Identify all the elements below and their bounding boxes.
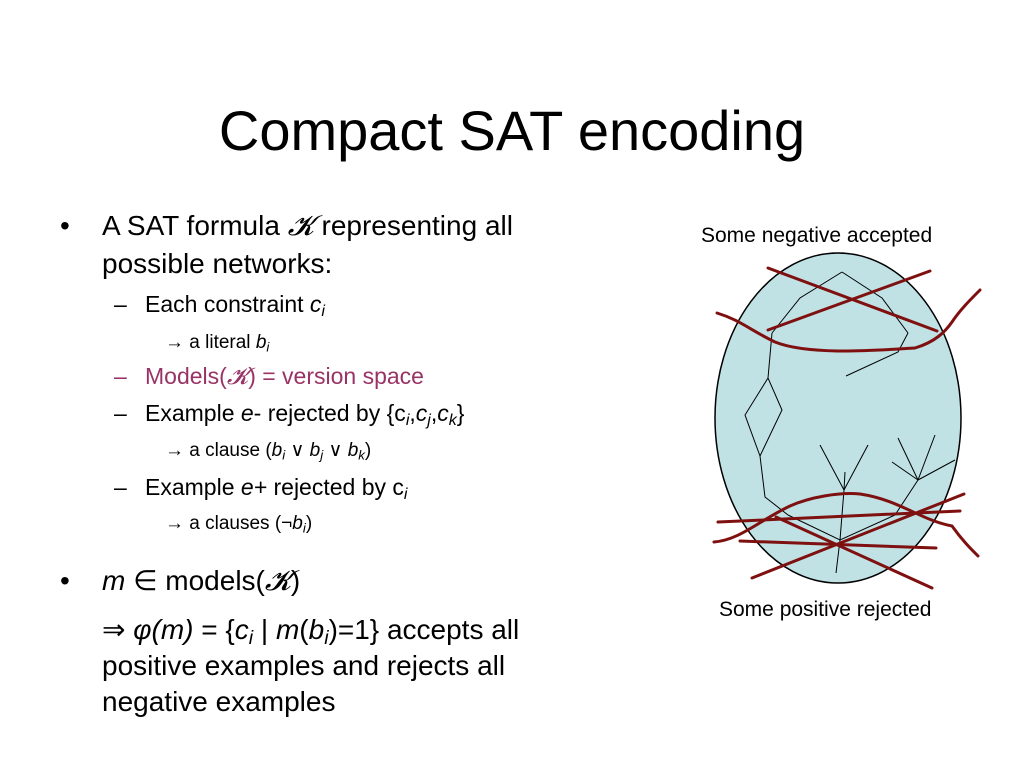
sub-bullet-example-positive: Example e+ rejected by ci <box>145 474 408 504</box>
slide-content: • A SAT formula 𝓚 representing all possi… <box>60 209 520 717</box>
version-space-figure <box>712 252 982 590</box>
lattice-line <box>841 271 909 334</box>
lattice-line <box>897 437 919 481</box>
top-boundary-curve <box>715 288 982 353</box>
lattice-line <box>843 444 869 491</box>
caption-negative-accepted: Some negative accepted <box>701 224 933 247</box>
dash-marker: – <box>114 363 127 389</box>
dash-marker: – <box>114 400 127 426</box>
sub-bullet-models: Models(𝓚) = version space <box>145 363 424 390</box>
boundary-curves <box>712 266 982 590</box>
sub-sub-clauses: → a clauses (¬bi) <box>165 513 313 536</box>
sub-sub-clause: → a clause (bi ∨ bj ∨ bk) <box>165 440 372 463</box>
lattice-line <box>917 459 956 481</box>
slide-title: Compact SAT encoding <box>218 99 806 162</box>
top-cross-line-b <box>766 269 932 332</box>
dash-marker: – <box>114 291 127 317</box>
lattice-line <box>891 461 919 481</box>
bullet-marker: • <box>60 210 70 241</box>
bottom-cross-line-d <box>750 492 966 580</box>
lattice-line <box>819 444 845 491</box>
caption-positive-rejected: Some positive rejected <box>719 598 932 621</box>
sub-bullet-constraint: Each constraint ci <box>145 291 325 321</box>
bullet-1-line-1: A SAT formula 𝓚 representing all <box>102 209 513 242</box>
bottom-cross-line-c <box>774 515 934 590</box>
lattice-line <box>843 471 846 491</box>
sub-sub-literal: → a literal bi <box>165 332 270 355</box>
bullet-2-line-4: negative examples <box>102 686 336 717</box>
bullet-2-line-1: m ∈ models(𝓚) <box>102 564 301 597</box>
dash-marker: – <box>114 474 127 500</box>
lattice-line <box>894 479 919 516</box>
lattice-line <box>917 434 936 481</box>
bullet-2-line-2: ⇒ φ(m) = {ci | m(bi)=1} accepts all <box>102 614 520 649</box>
lattice-line <box>845 332 909 377</box>
lattice-line <box>744 377 769 457</box>
lattice-line <box>759 377 783 457</box>
sub-bullet-example-negative: Example e- rejected by {ci,cj,ck} <box>145 400 465 430</box>
bullet-2-line-3: positive examples and rejects all <box>102 650 506 681</box>
bullet-marker: • <box>60 565 70 596</box>
bullet-1-line-2: possible networks: <box>102 248 333 279</box>
version-space-ellipse <box>714 252 962 584</box>
lattice-line <box>759 455 789 516</box>
lattice-line <box>771 271 843 334</box>
